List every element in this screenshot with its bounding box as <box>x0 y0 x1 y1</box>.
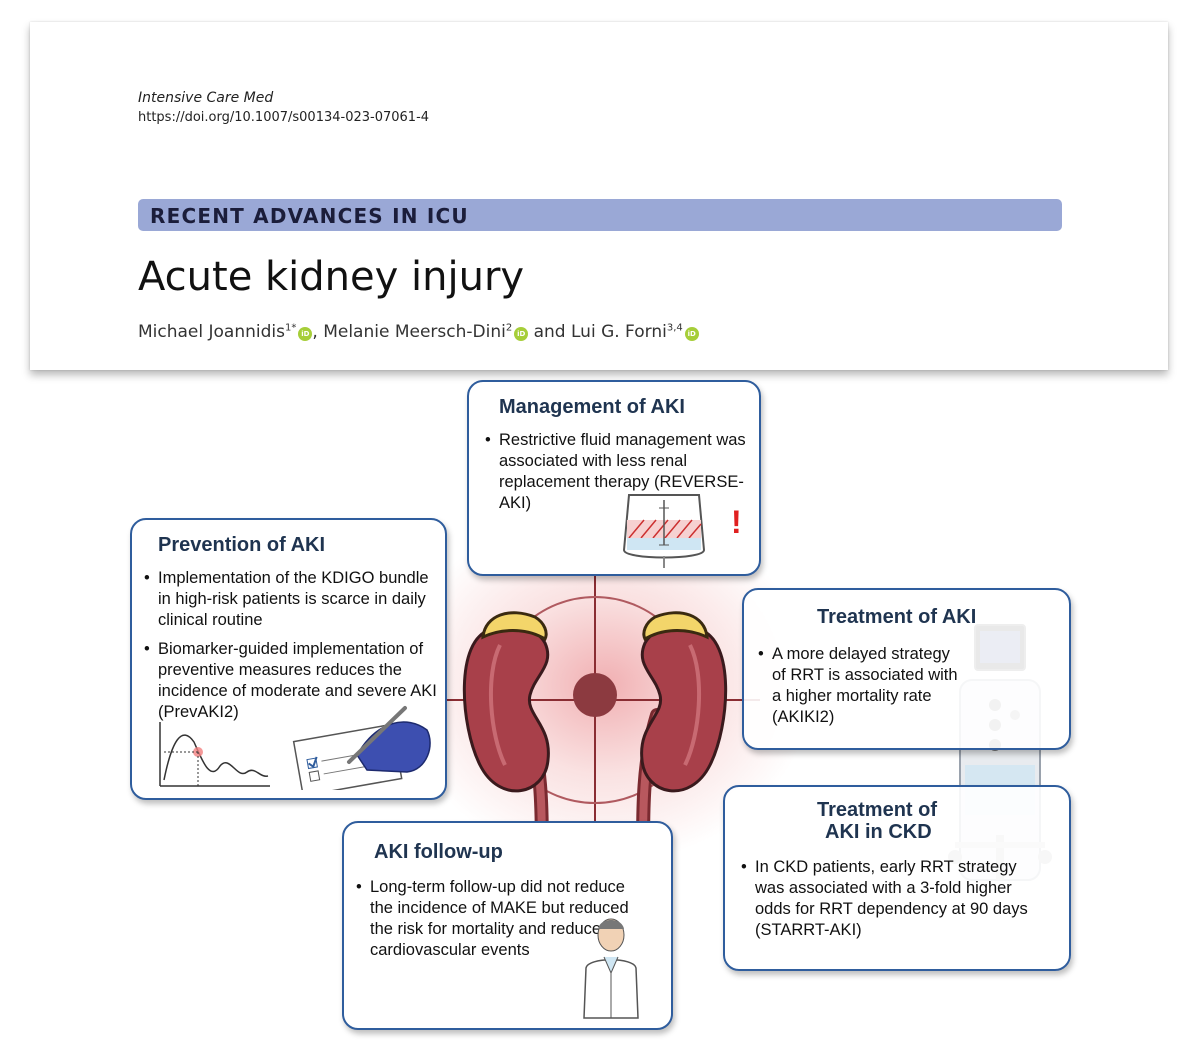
author-conjunction: and <box>528 322 571 342</box>
author-affiliation: 3,4 <box>666 322 683 334</box>
author-affiliation: 1* <box>285 322 297 334</box>
checklist-hand-icon <box>292 706 431 790</box>
orcid-icon[interactable]: iD <box>684 327 699 341</box>
chart-sketch <box>159 722 270 787</box>
treatment-ckd-bullets: In CKD patients, early RRT strategy was … <box>737 857 1047 949</box>
target-center <box>573 673 617 717</box>
left-adrenal <box>481 611 548 642</box>
right-adrenal <box>642 611 709 642</box>
journal-name: Intensive Care Med <box>138 90 274 106</box>
author-separator: , <box>312 322 324 342</box>
author-list: Michael Joannidis1*iD, Melanie Meersch-D… <box>138 322 699 342</box>
left-kidney <box>462 625 550 793</box>
treatment-bullets: A more delayed strategy of RRT is associ… <box>754 644 964 736</box>
list-item: Implementation of the KDIGO bundle in hi… <box>140 568 440 631</box>
list-item: Long-term follow-up did not reduce the i… <box>352 877 632 961</box>
author-name: Michael Joannidis <box>138 322 285 342</box>
prevention-bullets: Implementation of the KDIGO bundle in hi… <box>140 568 440 731</box>
paper-header-card: Intensive Care Med https://doi.org/10.10… <box>30 22 1168 370</box>
treatment-ckd-title-line2: AKI in CKD <box>825 821 932 843</box>
list-item: In CKD patients, early RRT strategy was … <box>737 857 1047 941</box>
management-box: Management of AKI Restrictive fluid mana… <box>467 380 761 576</box>
list-item: A more delayed strategy of RRT is associ… <box>754 644 964 728</box>
treatment-box: Treatment of AKI A more delayed strategy… <box>742 588 1071 750</box>
warning-icon: ! <box>731 504 742 540</box>
prevention-box: Prevention of AKI Implementation of the … <box>130 518 447 800</box>
author-name: Melanie Meersch-Dini <box>323 322 506 342</box>
management-bullets: Restrictive fluid management was associa… <box>481 430 761 522</box>
followup-bullets: Long-term follow-up did not reduce the i… <box>352 877 632 969</box>
orcid-icon[interactable]: iD <box>298 327 313 341</box>
followup-title: AKI follow-up <box>374 841 503 863</box>
right-kidney <box>640 625 728 793</box>
treatment-ckd-box: Treatment of AKI in CKD In CKD patients,… <box>723 785 1071 971</box>
treatment-ckd-title-line1: Treatment of <box>817 799 938 821</box>
author-affiliation: 2 <box>505 322 513 334</box>
orcid-icon[interactable]: iD <box>514 327 529 341</box>
management-title: Management of AKI <box>499 396 685 418</box>
iv-bag-icon <box>622 494 706 568</box>
section-banner: RECENT ADVANCES IN ICU <box>138 199 1062 231</box>
list-item: Biomarker-guided implementation of preve… <box>140 639 440 723</box>
doi-link[interactable]: https://doi.org/10.1007/s00134-023-07061… <box>138 110 430 125</box>
prevention-title: Prevention of AKI <box>158 534 326 556</box>
paper-title: Acute kidney injury <box>138 254 525 300</box>
followup-box: AKI follow-up Long-term follow-up did no… <box>342 821 673 1030</box>
section-label: RECENT ADVANCES IN ICU <box>150 204 469 228</box>
doctor-figure-icon <box>583 918 639 1019</box>
treatment-title: Treatment of AKI <box>817 606 977 628</box>
author-name: Lui G. Forni <box>571 322 667 342</box>
graphical-abstract: Management of AKI Restrictive fluid mana… <box>0 375 1200 1043</box>
list-item: Restrictive fluid management was associa… <box>481 430 761 514</box>
